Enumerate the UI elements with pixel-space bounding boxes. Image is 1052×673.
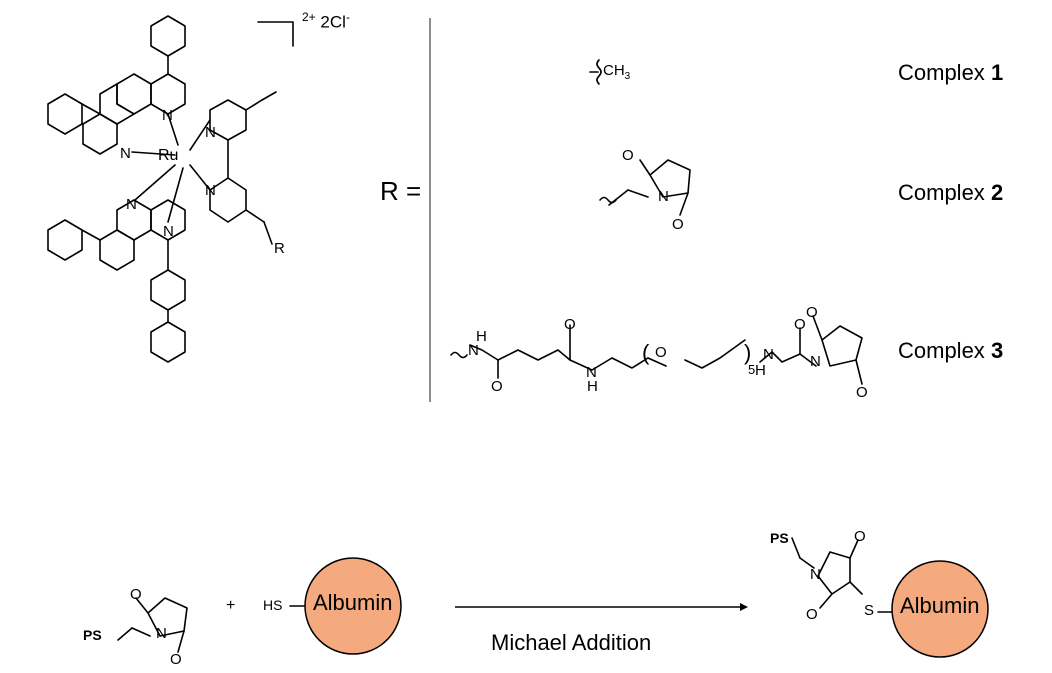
complex-1-label: Complex 1	[898, 60, 1003, 86]
linker-n-4: N	[810, 353, 821, 370]
succinimide-product	[791, 537, 897, 613]
michael-addition-label: Michael Addition	[491, 630, 652, 655]
succinimide-o-top: O	[854, 528, 866, 545]
albumin-reactant-circle	[304, 557, 402, 655]
r-substituent-label: R	[274, 240, 285, 257]
linker-o-4: O	[794, 316, 806, 333]
arrow-head-icon	[740, 603, 748, 611]
complex-1-prefix: Complex	[898, 60, 985, 85]
wavy-bond-icon	[596, 59, 602, 85]
nitrogen-label-2: N	[120, 145, 131, 162]
succinimide-o-bottom: O	[806, 606, 818, 623]
methyl-label: CH3	[603, 62, 630, 82]
linker-open-paren: (	[642, 340, 650, 365]
maleimide2-n: N	[658, 188, 669, 205]
maleimide-o-top: O	[130, 586, 142, 603]
nitrogen-label-1: N	[162, 107, 173, 124]
complex-2-prefix: Complex	[898, 180, 985, 205]
nitrogen-label-4: N	[205, 182, 216, 199]
linker-structure-3	[450, 315, 863, 385]
ruthenium-complex-structure	[47, 15, 277, 363]
linker-n-2: N	[586, 364, 597, 381]
charge-bracket	[257, 21, 294, 47]
complex-3-number: 3	[990, 338, 1004, 363]
ps-label-reactant: PS	[83, 627, 102, 643]
linker-h-1: H	[476, 328, 487, 345]
hs-label: HS	[263, 597, 283, 613]
complex-2-label: Complex 2	[898, 180, 1003, 206]
linker-o-5: O	[806, 304, 818, 321]
albumin-label-reactant: Albumin	[313, 590, 393, 615]
maleimide-structure-2	[599, 159, 691, 216]
maleimide2-o-bottom: O	[672, 216, 684, 233]
nitrogen-label-6: N	[163, 223, 174, 240]
succinimide-n: N	[810, 566, 821, 583]
linker-h-2: H	[587, 378, 598, 395]
linker-repeat-5: 5	[748, 362, 756, 377]
linker-o-1: O	[491, 378, 503, 395]
charge-label: 2+ 2Cl-	[302, 10, 350, 33]
r-equals-label: R =	[380, 176, 422, 206]
maleimide-n: N	[156, 625, 167, 642]
counter-ion: 2Cl	[320, 12, 346, 32]
albumin-label-product: Albumin	[900, 593, 980, 618]
charge-2plus: 2+	[302, 10, 316, 24]
albumin-product-circle	[891, 560, 989, 658]
linker-o-2: O	[564, 316, 576, 333]
methyl-ch: CH	[603, 62, 625, 79]
counter-ion-minus: -	[345, 10, 350, 24]
sulfur-label: S	[864, 602, 875, 619]
maleimide-o-bottom: O	[170, 651, 182, 668]
linker-n-3: N	[763, 346, 774, 363]
ps-label-product: PS	[770, 530, 789, 546]
ruthenium-label: Ru	[158, 147, 179, 164]
complex-3-prefix: Complex	[898, 338, 985, 363]
complex-2-number: 2	[990, 180, 1004, 205]
maleimide-reactant	[117, 597, 188, 653]
complex-3-label: Complex 3	[898, 338, 1003, 364]
linker-o-6: O	[856, 384, 868, 401]
nitrogen-label-5: N	[126, 196, 137, 213]
linker-o-3: O	[655, 344, 667, 361]
complex-1-number: 1	[990, 60, 1004, 85]
nitrogen-label-3: N	[205, 124, 216, 141]
linker-close-paren: )	[744, 340, 752, 365]
plus-sign: +	[226, 597, 236, 614]
linker-h-3: H	[755, 362, 766, 379]
maleimide2-o-top: O	[622, 147, 634, 164]
linker-n-1: N	[468, 342, 479, 359]
methyl-subscript: 3	[624, 71, 631, 82]
